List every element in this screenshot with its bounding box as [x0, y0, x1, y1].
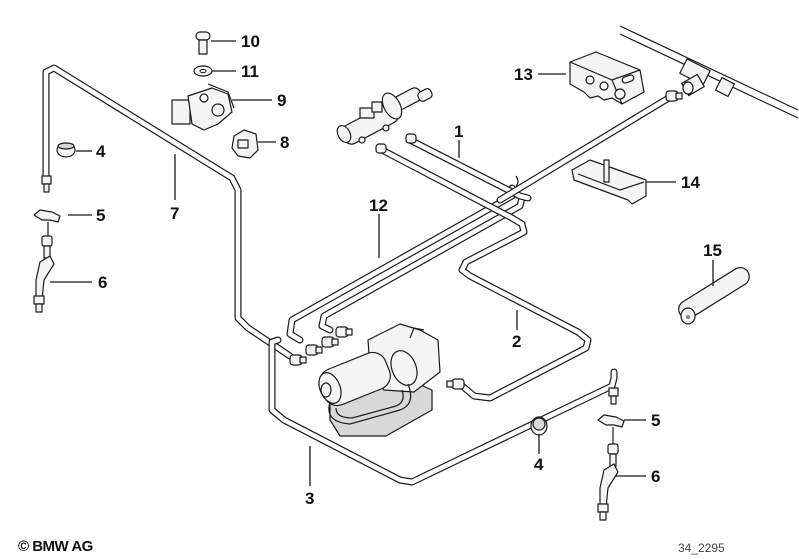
callout-7[interactable]: 7: [170, 204, 180, 223]
bolt-10[interactable]: [195, 31, 211, 55]
clamp-9[interactable]: [171, 83, 235, 131]
protective-sleeve-15[interactable]: [675, 264, 752, 325]
brake-pipe-7[interactable]: [42, 64, 294, 360]
hydraulic-unit[interactable]: [315, 323, 441, 437]
callout-10[interactable]: 10: [241, 32, 260, 51]
brake-hose-6-left[interactable]: [33, 235, 55, 313]
callout-6-right[interactable]: 6: [651, 467, 661, 486]
callout-4-left[interactable]: 4: [96, 142, 106, 161]
grommet-8[interactable]: [231, 129, 259, 159]
callout-5-left[interactable]: 5: [96, 206, 106, 225]
callout-15[interactable]: 15: [703, 241, 722, 260]
brake-pipe-1[interactable]: [378, 136, 592, 402]
callout-13[interactable]: 13: [514, 65, 533, 84]
clip-5-right[interactable]: [597, 414, 625, 444]
callout-5-right[interactable]: 5: [651, 411, 661, 430]
fitting-pipe-7: [41, 175, 52, 193]
callout-4-right[interactable]: 4: [534, 455, 544, 474]
washer-11[interactable]: [193, 65, 213, 77]
pipe-fittings-pump: [289, 90, 683, 390]
brake-pipe-3[interactable]: [268, 336, 618, 486]
leader-lines: [50, 40, 714, 486]
brake-hose-6-right[interactable]: [597, 443, 619, 521]
brake-pipe-12[interactable]: [286, 184, 526, 344]
pipe-clip-mark: [515, 175, 519, 187]
callout-11[interactable]: 11: [241, 62, 259, 81]
brake-pipe-rear[interactable]: [496, 92, 676, 204]
callout-3[interactable]: 3: [305, 489, 315, 508]
callout-12[interactable]: 12: [369, 196, 388, 215]
cap-4-left[interactable]: [56, 142, 76, 158]
fitting-pipe-3: [608, 387, 619, 405]
bracket-14[interactable]: [571, 159, 647, 205]
callout-8[interactable]: 8: [280, 133, 290, 152]
callout-1[interactable]: 1: [454, 122, 464, 141]
cap-4-right[interactable]: [530, 416, 548, 436]
callout-9[interactable]: 9: [277, 91, 287, 110]
callout-14[interactable]: 14: [681, 173, 700, 192]
clip-5-left[interactable]: [33, 209, 61, 236]
pipe-holder-13[interactable]: [569, 51, 645, 105]
rear-line-pipe: [619, 25, 799, 119]
callout-6-left[interactable]: 6: [98, 273, 108, 292]
master-cylinder[interactable]: [334, 86, 433, 154]
drawing-number: 34_2295: [678, 541, 725, 555]
copyright-label: © BMW AG: [18, 538, 93, 555]
callout-2[interactable]: 2: [512, 332, 522, 351]
